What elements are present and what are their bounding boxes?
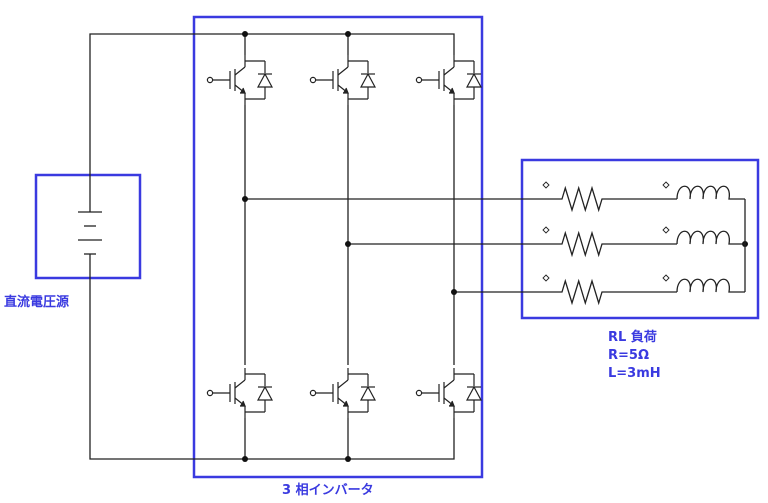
dc-bus-wires xyxy=(89,33,455,460)
load-title-label: RL 負荷 xyxy=(608,330,657,345)
inverter-box xyxy=(192,15,484,479)
igbt-switches xyxy=(206,55,483,418)
load-box xyxy=(520,158,760,320)
rl-load-elements xyxy=(542,181,746,306)
phase-leg-wires xyxy=(244,34,455,459)
dc-source-box xyxy=(34,173,142,280)
igbt-upper-1 xyxy=(206,55,274,105)
load-inductance-label: L=3mH xyxy=(608,366,661,381)
rl-branch-2 xyxy=(542,226,745,258)
dc-source-label: 直流電圧源 xyxy=(4,295,70,310)
rl-branch-1 xyxy=(542,181,745,213)
inverter-label: 3 相インバータ xyxy=(282,483,374,498)
load-resistance-label: R=5Ω xyxy=(608,348,649,363)
junction-dots xyxy=(242,31,748,462)
rl-branch-3 xyxy=(542,274,745,306)
igbt-lower-3 xyxy=(415,368,483,418)
igbt-upper-3 xyxy=(415,55,483,105)
igbt-upper-2 xyxy=(309,55,377,105)
igbt-lower-2 xyxy=(309,368,377,418)
igbt-lower-1 xyxy=(206,368,274,418)
battery-symbol xyxy=(78,211,102,255)
output-lines xyxy=(245,198,555,293)
